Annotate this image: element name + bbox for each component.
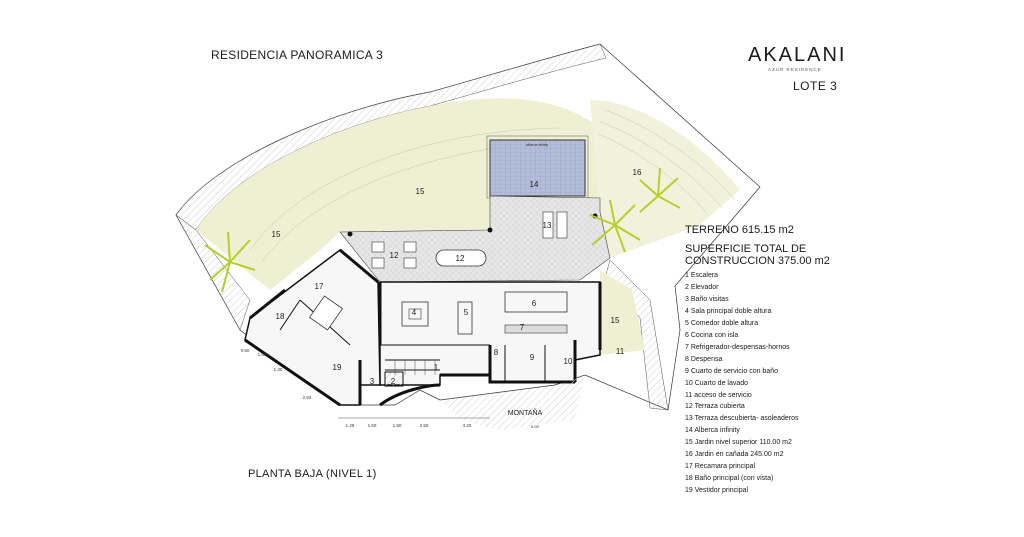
room-number: 18 bbox=[276, 312, 285, 321]
legend-item: 11 acceso de servicio bbox=[685, 391, 752, 399]
page-title: RESIDENCIA PANORAMICA 3 bbox=[211, 48, 384, 62]
construction-area-value: CONSTRUCCION 375.00 m2 bbox=[685, 255, 830, 267]
construction-area-label: SUPERFICIE TOTAL DE bbox=[685, 243, 807, 255]
legend-item: 15 Jardin nivel superior 110.00 m2 bbox=[685, 439, 792, 447]
montana-dim: 6.00 bbox=[531, 424, 540, 429]
room-number: 14 bbox=[530, 180, 539, 189]
dimension-label: 0.60 bbox=[241, 348, 250, 353]
palm-tree-icon bbox=[204, 231, 256, 293]
legend-item: 9 Cuarto de servicio con baño bbox=[685, 367, 778, 375]
brand-subtitle: AZUR RESIDENCE bbox=[768, 67, 822, 72]
dining-table bbox=[457, 301, 473, 335]
column bbox=[347, 231, 353, 237]
legend-item: 17 Recamara principal bbox=[685, 463, 756, 471]
room-number: 15 bbox=[272, 230, 281, 239]
room-number: 8 bbox=[494, 348, 499, 357]
legend-item: 12 Terraza cubierta bbox=[685, 403, 745, 411]
room-number: 7 bbox=[520, 323, 525, 332]
room-number: 10 bbox=[564, 357, 573, 366]
legend-item: 13 Terraza descubierta- asoleaderos bbox=[685, 415, 799, 423]
dimension-label: 1.50 bbox=[393, 423, 402, 428]
dimension-label: 1.30 bbox=[274, 367, 283, 372]
legend: 1 Escalera 2 Elevador 3 Baño visitas 4 S… bbox=[685, 270, 799, 497]
floor-label: PLANTA BAJA (NIVEL 1) bbox=[248, 468, 377, 480]
garden-side bbox=[600, 270, 645, 355]
mountain bbox=[440, 375, 585, 430]
legend-item: 7 Refrigerador-despensas-hornos bbox=[685, 343, 790, 351]
legend-item: 8 Despensa bbox=[685, 355, 723, 363]
legend-item: 2 Elevador bbox=[685, 283, 719, 291]
pool bbox=[489, 139, 586, 197]
sun-lounger-2 bbox=[556, 211, 568, 239]
lot-label: LOTE 3 bbox=[793, 79, 838, 93]
sun-lounger-1 bbox=[542, 211, 554, 239]
room-number: 5 bbox=[464, 308, 469, 317]
terrace-table bbox=[435, 249, 487, 267]
room-number: 13 bbox=[543, 221, 552, 230]
room-number: 9 bbox=[530, 353, 535, 362]
bed bbox=[308, 295, 344, 331]
legend-item: 18 Baño principal (con vista) bbox=[685, 475, 774, 483]
elevator bbox=[384, 371, 404, 387]
room-number: 19 bbox=[333, 363, 342, 372]
legend-item: 1 Escalera bbox=[685, 272, 719, 279]
legend-item: 14 Alberca infinity bbox=[685, 427, 740, 435]
room-number: 15 bbox=[611, 316, 620, 325]
terreno-area: TERRENO 615.15 m2 bbox=[685, 224, 794, 236]
room-number: 15 bbox=[416, 187, 425, 196]
legend-item: 19 Vestidor principal bbox=[685, 487, 749, 495]
dimension-label: 2.93 bbox=[303, 395, 312, 400]
palm-tree-icon bbox=[639, 167, 681, 213]
sofa bbox=[401, 301, 429, 327]
room-number: 11 bbox=[616, 347, 625, 356]
column bbox=[487, 227, 493, 233]
slope-band-left bbox=[175, 214, 251, 331]
legend-item: 16 Jardin en cañada 245.00 m2 bbox=[685, 451, 784, 459]
dimension-label: 1.29 bbox=[346, 423, 355, 428]
room-number: 6 bbox=[532, 299, 537, 308]
kitchen-counter bbox=[504, 324, 568, 334]
kitchen-island bbox=[504, 291, 568, 313]
palm-tree-icon bbox=[589, 199, 641, 253]
room-number: 3 bbox=[370, 377, 375, 386]
room-number: 12 bbox=[456, 254, 465, 263]
legend-item: 6 Cocina con isla bbox=[685, 331, 739, 339]
dimension-label: 1.50 bbox=[258, 352, 267, 357]
room-number: 17 bbox=[315, 282, 324, 291]
legend-item: 10 Cuarto de lavado bbox=[685, 379, 749, 387]
legend-item: 5 Comedor doble altura bbox=[685, 319, 759, 327]
legend-item: 3 Baño visitas bbox=[685, 295, 729, 303]
room-number: 4 bbox=[412, 308, 417, 317]
curved-wall bbox=[379, 383, 441, 407]
room-number: 16 bbox=[633, 168, 642, 177]
coffee-table bbox=[408, 308, 422, 320]
dimension-label: 2.50 bbox=[420, 423, 429, 428]
legend-item: 4 Sala principal doble altura bbox=[685, 307, 772, 315]
montana-label: MONTAÑA bbox=[508, 408, 543, 417]
garden-ravine bbox=[590, 100, 740, 258]
room-number: 1 bbox=[434, 363, 439, 372]
dimension-label: 1.50 bbox=[368, 423, 377, 428]
room-number: 2 bbox=[391, 377, 396, 386]
pool-label: alberca infinity bbox=[526, 143, 549, 147]
stairs bbox=[394, 360, 436, 375]
lounge-chairs bbox=[371, 241, 417, 269]
brand-logo: AKALANI bbox=[748, 44, 847, 66]
room-number: 12 bbox=[390, 251, 399, 260]
dimension-label: 3.20 bbox=[463, 423, 472, 428]
